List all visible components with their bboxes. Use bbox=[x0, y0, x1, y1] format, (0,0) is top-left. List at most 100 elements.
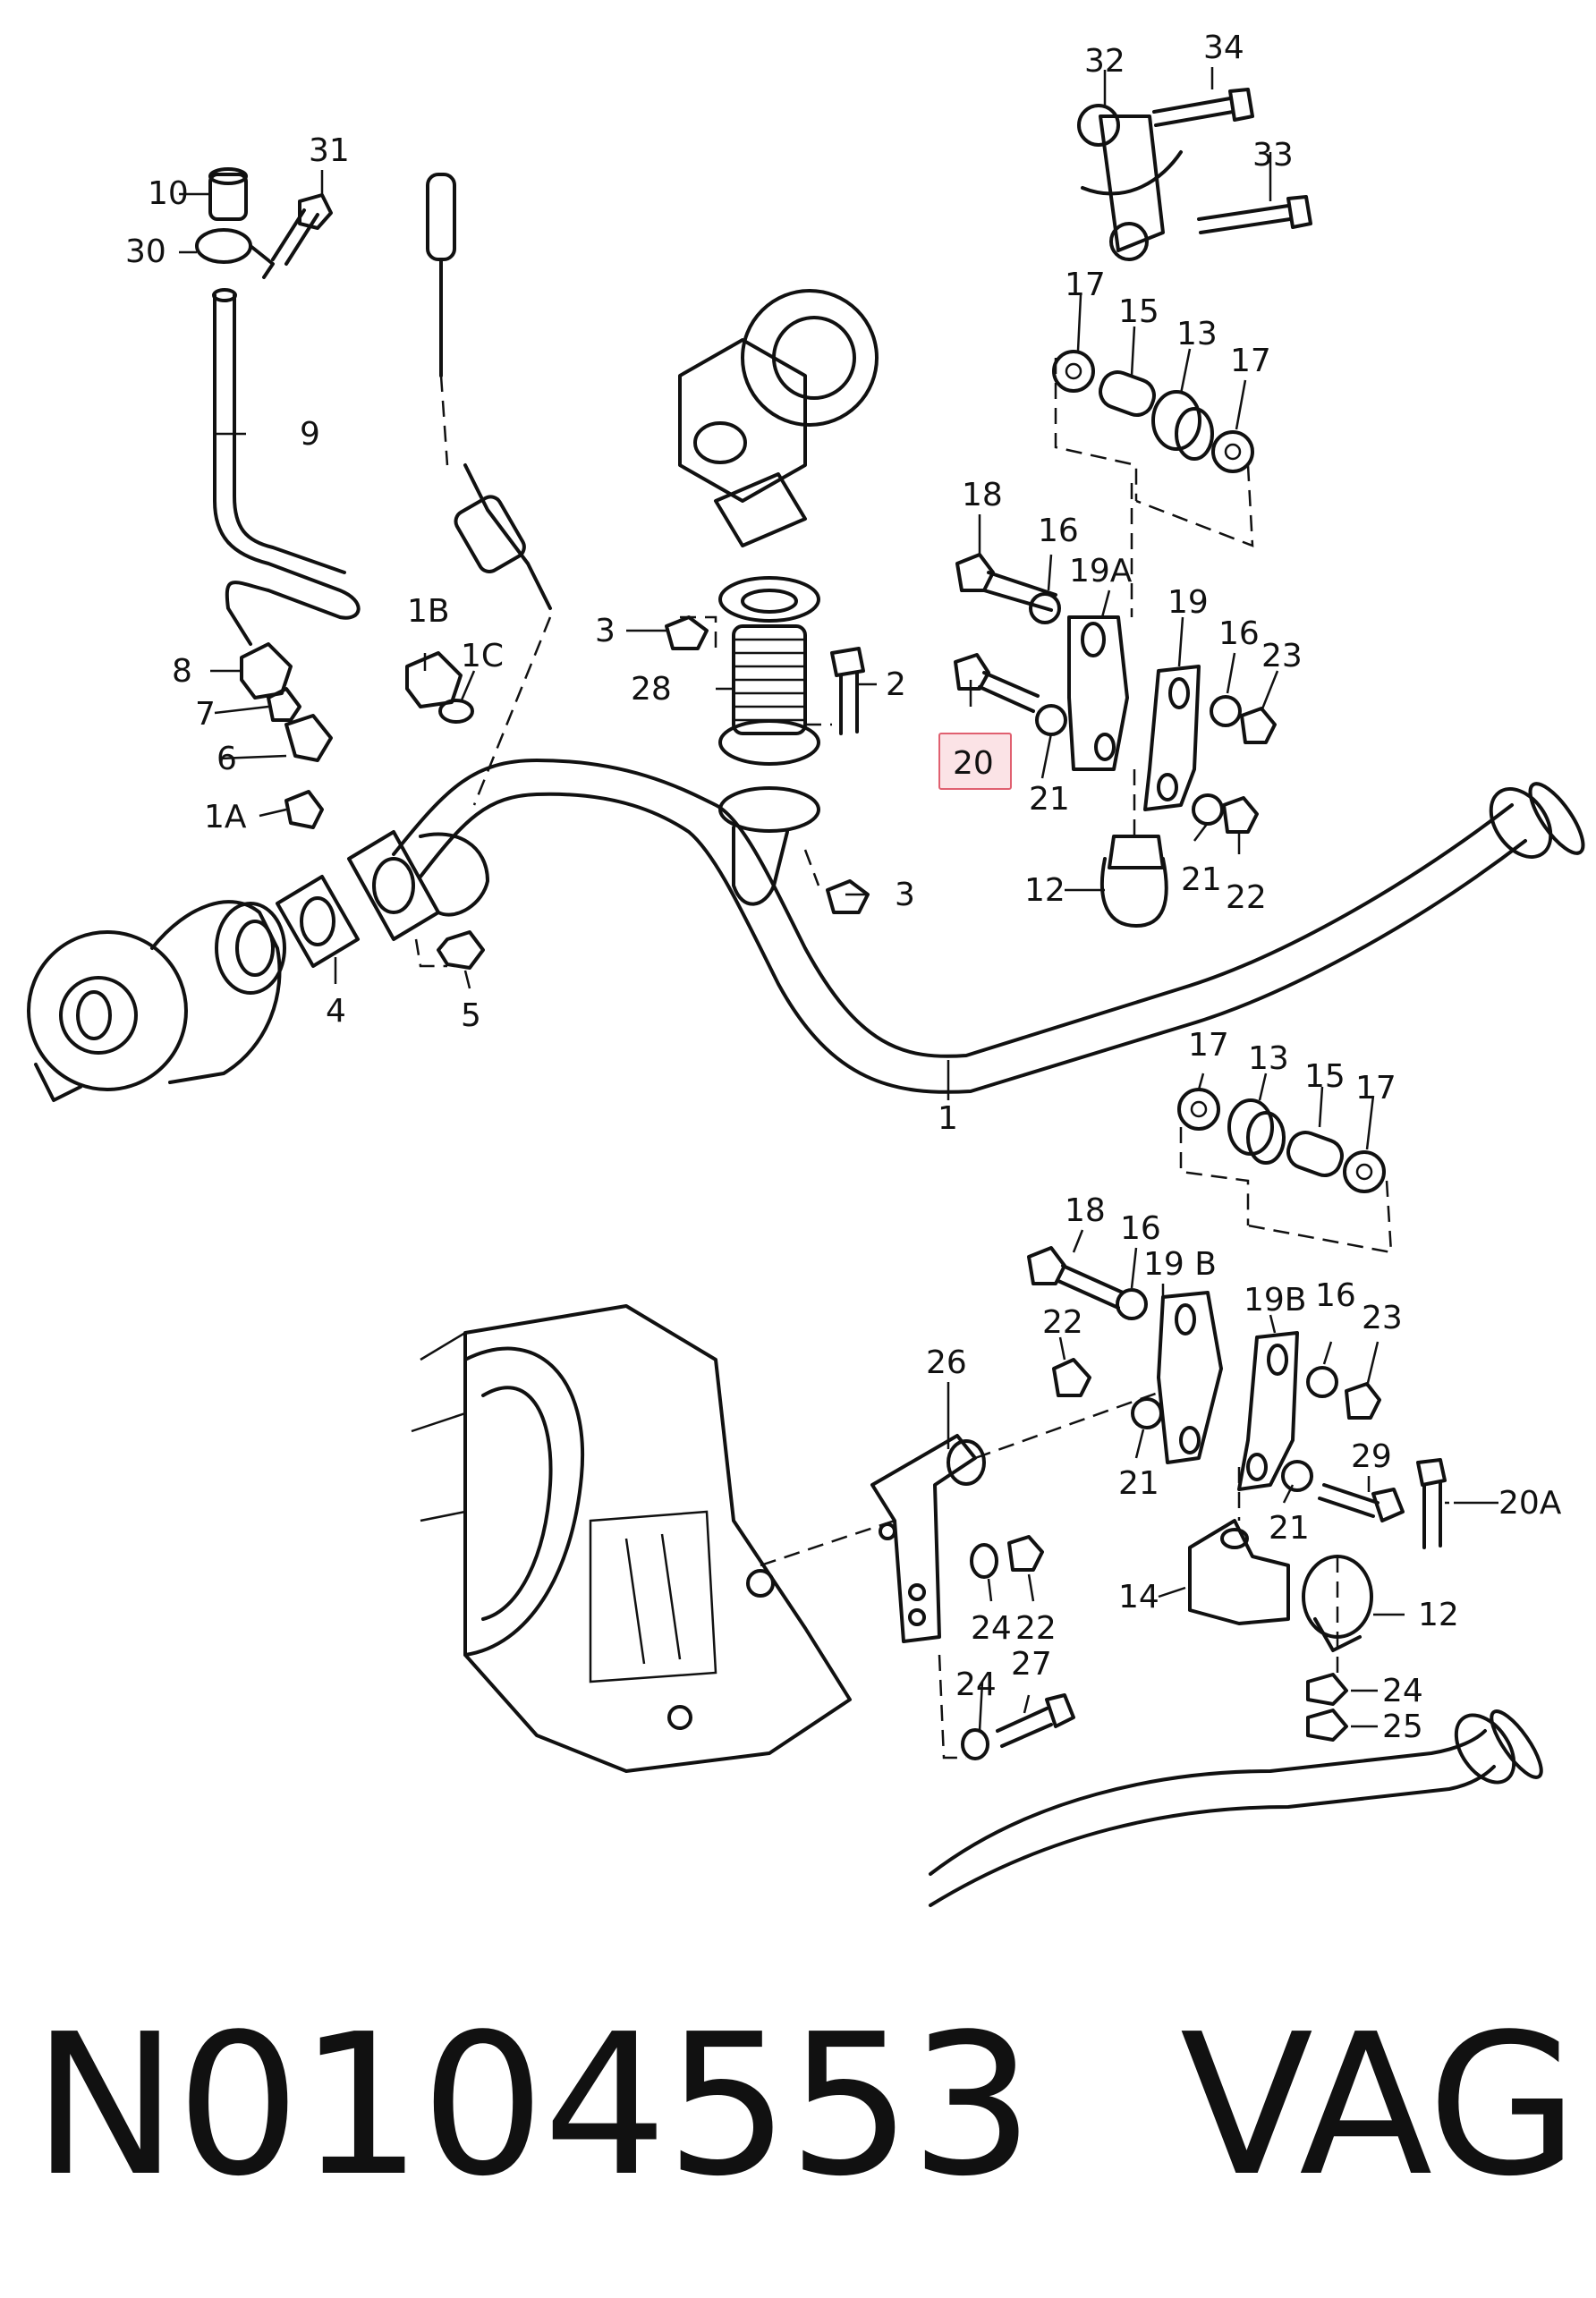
callout-17c: 17 bbox=[1188, 1027, 1229, 1064]
callout-17b: 17 bbox=[1230, 343, 1271, 379]
callout-10: 10 bbox=[148, 175, 189, 212]
nut-25 bbox=[1306, 1709, 1348, 1742]
flex-pipe-28 bbox=[718, 576, 820, 906]
callout-21c: 21 bbox=[1118, 1465, 1159, 1502]
callout-1: 1 bbox=[938, 1100, 958, 1137]
callout-13b: 13 bbox=[1248, 1040, 1289, 1077]
bolt-27 bbox=[996, 1693, 1075, 1748]
callout-3b: 3 bbox=[895, 877, 915, 913]
diagram-caption: N0104553 VAG bbox=[32, 1993, 1578, 2219]
union-fittings bbox=[240, 642, 333, 829]
intermediate-pipe bbox=[929, 1709, 1543, 1907]
callout-34: 34 bbox=[1203, 30, 1244, 66]
washer-21-lower-b bbox=[1281, 1460, 1313, 1492]
bolt-20A bbox=[1416, 1458, 1447, 1549]
callout-16c: 16 bbox=[1120, 1210, 1161, 1247]
front-exhaust-pipe bbox=[392, 759, 1585, 1094]
nut-3-upper bbox=[665, 615, 709, 650]
exhaust-flange-gasket bbox=[276, 875, 360, 968]
bolt-18-lower bbox=[1027, 1246, 1125, 1310]
upper-mount-bracket bbox=[1077, 88, 1312, 261]
hanger-14 bbox=[1188, 1519, 1290, 1625]
lower-bushing-set bbox=[1177, 1088, 1386, 1193]
callout-24: 24 bbox=[971, 1610, 1012, 1647]
sender-probe bbox=[426, 173, 552, 806]
callout-32: 32 bbox=[1084, 43, 1125, 80]
sleeve-10 bbox=[208, 167, 248, 221]
callout-17: 17 bbox=[1065, 267, 1106, 303]
plug-1B bbox=[405, 651, 474, 724]
washer-21 bbox=[1035, 704, 1067, 736]
callout-22: 22 bbox=[1226, 879, 1267, 916]
washer-16-lower bbox=[1116, 1288, 1148, 1320]
callout-8: 8 bbox=[172, 653, 192, 690]
callout-3: 3 bbox=[595, 613, 615, 649]
callout-7: 7 bbox=[195, 696, 216, 733]
oil-return-line bbox=[212, 288, 361, 646]
hose-clip-30 bbox=[195, 228, 275, 279]
callout-12b: 12 bbox=[1418, 1597, 1459, 1633]
nut-5 bbox=[437, 930, 485, 970]
callout-14: 14 bbox=[1118, 1579, 1159, 1615]
lockwasher-24 bbox=[1306, 1673, 1348, 1706]
callout-13: 13 bbox=[1176, 316, 1218, 352]
callout-1C: 1C bbox=[461, 638, 504, 674]
bracket-19B-right bbox=[1237, 1331, 1299, 1491]
callout-12: 12 bbox=[1024, 872, 1065, 909]
callout-19A: 19A bbox=[1069, 553, 1133, 589]
callout-27: 27 bbox=[1011, 1646, 1052, 1683]
callout-19B: 19B bbox=[1244, 1282, 1307, 1319]
callout-18b: 18 bbox=[1065, 1192, 1106, 1229]
callout-15b: 15 bbox=[1304, 1058, 1346, 1095]
callout-20A: 20A bbox=[1498, 1485, 1562, 1522]
washer-24-lower bbox=[961, 1728, 989, 1760]
callout-highlight-box bbox=[938, 733, 1012, 790]
part-number: N0104553 bbox=[32, 1993, 1034, 2219]
callout-23b: 23 bbox=[1362, 1300, 1403, 1336]
callout-19: 19 bbox=[1167, 584, 1209, 621]
callout-31: 31 bbox=[309, 132, 350, 169]
callout-28: 28 bbox=[631, 671, 672, 708]
callout-21: 21 bbox=[1029, 781, 1070, 818]
bracket-19A bbox=[1067, 615, 1129, 771]
nut-23 bbox=[1240, 707, 1277, 744]
callout-1B: 1B bbox=[407, 593, 450, 630]
callout-leaders bbox=[179, 67, 1498, 1732]
callout-22b: 22 bbox=[1042, 1304, 1083, 1341]
upper-bushing-set bbox=[1052, 350, 1254, 473]
bracket-19 bbox=[1143, 665, 1201, 811]
washer-16 bbox=[1029, 592, 1061, 624]
callout-16: 16 bbox=[1038, 513, 1079, 549]
callout-labels: 32 34 31 10 30 33 17 15 13 17 9 18 16 19… bbox=[125, 30, 1562, 1745]
washer-16b bbox=[1210, 695, 1242, 727]
callout-16d: 16 bbox=[1315, 1277, 1356, 1314]
turbocharger bbox=[27, 900, 286, 1102]
egr-valve-assembly bbox=[678, 289, 879, 547]
nut-22-lower bbox=[1052, 1358, 1091, 1397]
nut-22-bracket bbox=[1007, 1535, 1044, 1572]
bracket-26 bbox=[870, 1434, 986, 1643]
washer-16-lower-b bbox=[1306, 1366, 1338, 1398]
callout-4: 4 bbox=[326, 993, 346, 1030]
callout-33: 33 bbox=[1252, 137, 1294, 174]
gearbox-housing bbox=[411, 1304, 852, 1773]
callout-6: 6 bbox=[216, 741, 237, 777]
nut-23-lower bbox=[1345, 1382, 1381, 1420]
callout-20: 20 bbox=[953, 745, 994, 782]
bracket-19B-left bbox=[1157, 1291, 1223, 1464]
callout-21b: 21 bbox=[1181, 861, 1222, 898]
callout-18: 18 bbox=[962, 477, 1003, 513]
callout-26: 26 bbox=[926, 1344, 967, 1381]
bolt-29 bbox=[1318, 1483, 1405, 1522]
callout-30: 30 bbox=[125, 233, 166, 270]
callout-21d: 21 bbox=[1269, 1510, 1310, 1547]
callout-5: 5 bbox=[461, 997, 481, 1034]
bolt-2 bbox=[830, 647, 865, 735]
callout-24c: 24 bbox=[1382, 1673, 1423, 1709]
callout-24b: 24 bbox=[955, 1666, 997, 1703]
callout-29: 29 bbox=[1351, 1438, 1392, 1475]
vendor-name: VAG bbox=[1179, 1993, 1578, 2219]
callout-23: 23 bbox=[1261, 638, 1303, 674]
bolt-31 bbox=[271, 193, 333, 266]
callout-19-B: 19 B bbox=[1143, 1246, 1217, 1283]
